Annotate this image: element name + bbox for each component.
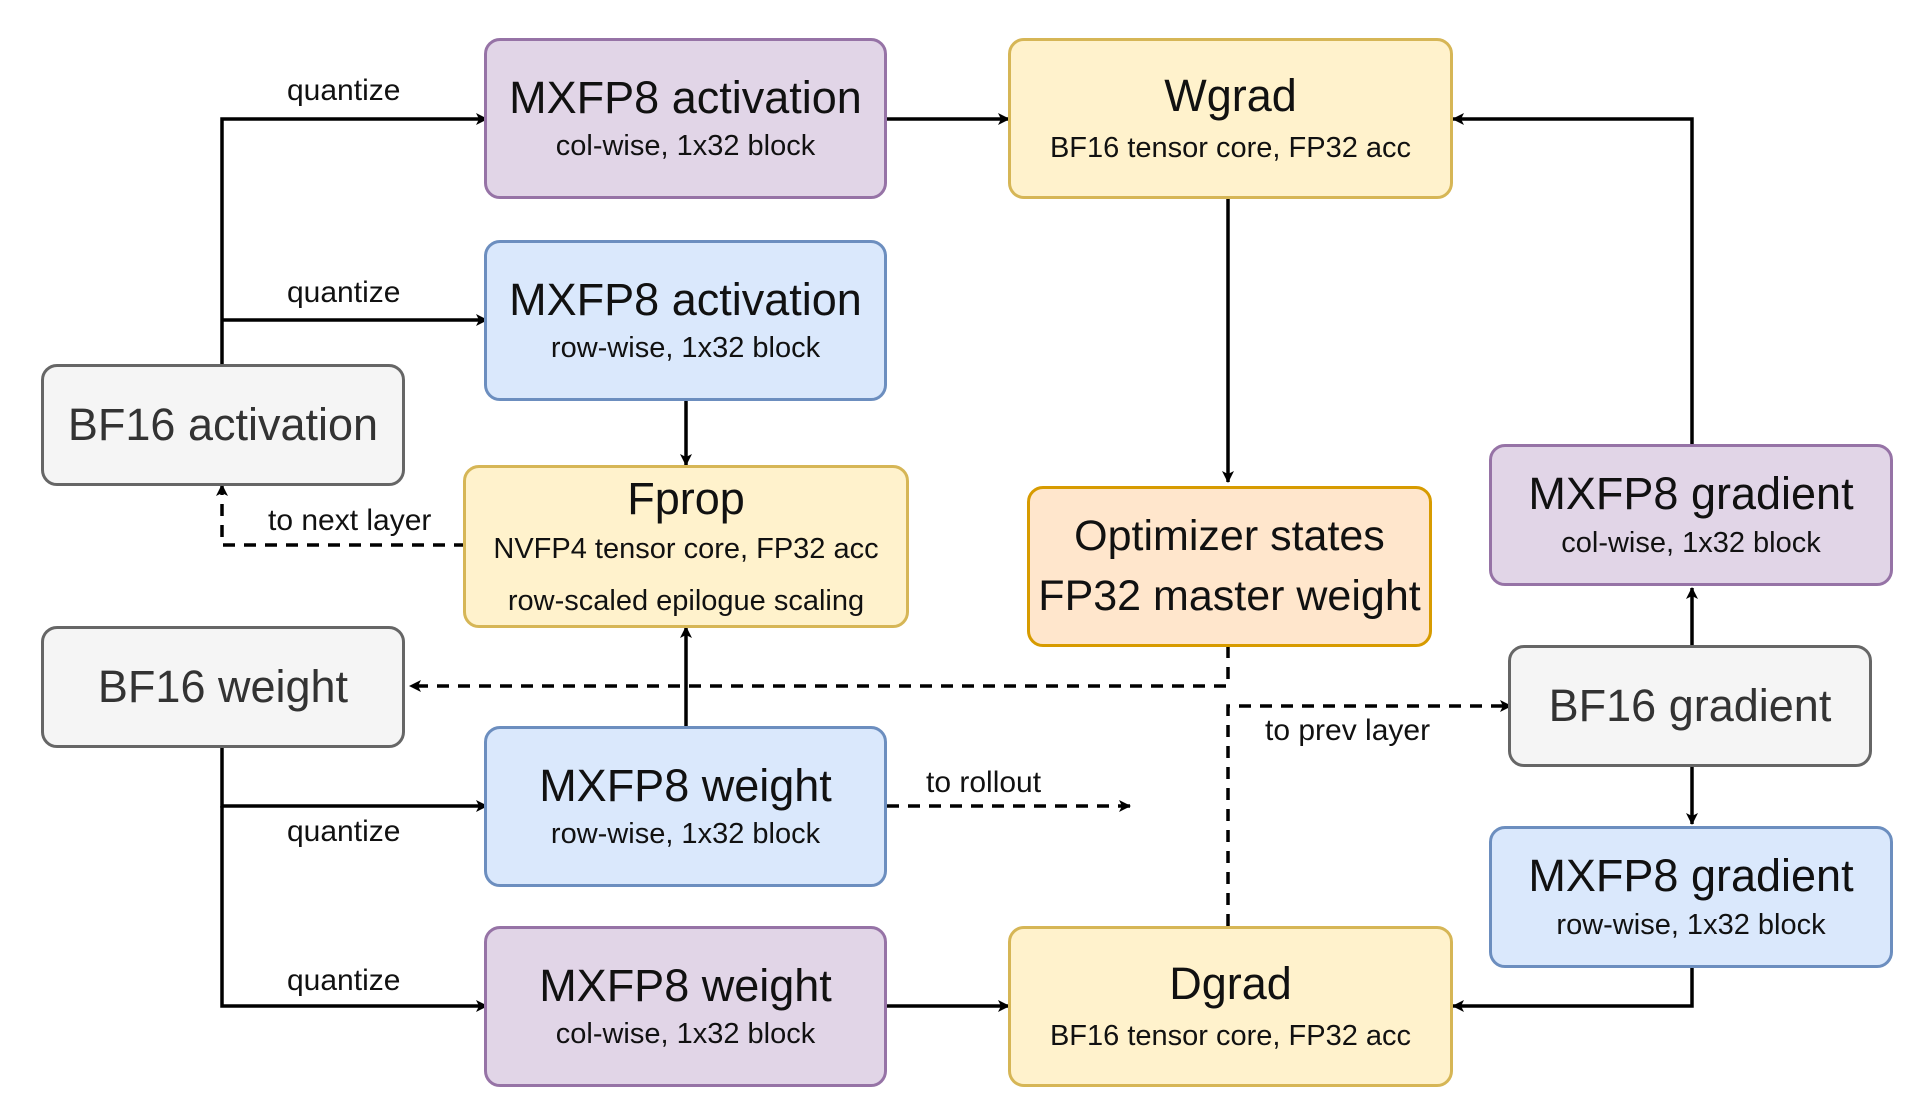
node-title: MXFP8 gradient — [1528, 468, 1854, 520]
node-title: BF16 activation — [67, 399, 379, 451]
node-title: MXFP8 activation — [509, 273, 862, 325]
edge-weight-to-mxfp8-row — [220, 746, 488, 812]
optimizer-states-node: Optimizer states FP32 master weight — [1027, 486, 1432, 647]
edge-grad-row-to-dgrad — [1452, 966, 1694, 1012]
edge-weight-to-mxfp8-col — [220, 806, 488, 1012]
node-line-2: FP32 master weight — [1038, 571, 1421, 620]
label-quantize-1: quantize — [287, 74, 401, 107]
mxfp8-activation-colwise-node: MXFP8 activation col-wise, 1x32 block — [484, 38, 887, 199]
node-subtitle: row-wise, 1x32 block — [1556, 908, 1826, 941]
label-quantize-3: quantize — [287, 815, 401, 848]
mxfp8-gradient-colwise-node: MXFP8 gradient col-wise, 1x32 block — [1489, 444, 1893, 586]
bf16-weight-node: BF16 weight — [41, 626, 405, 748]
mxfp8-gradient-rowwise-node: MXFP8 gradient row-wise, 1x32 block — [1489, 826, 1893, 968]
dgrad-node: Dgrad BF16 tensor core, FP32 acc — [1008, 926, 1453, 1087]
node-title: MXFP8 weight — [539, 959, 832, 1011]
bf16-activation-node: BF16 activation — [41, 364, 405, 486]
edge-dgrad-to-bf16-grad — [1226, 700, 1512, 926]
node-title: MXFP8 weight — [539, 759, 832, 811]
node-title: MXFP8 activation — [509, 71, 862, 123]
node-title: BF16 gradient — [1548, 680, 1832, 732]
fprop-node: Fprop NVFP4 tensor core, FP32 acc row-sc… — [463, 465, 909, 628]
edge-fprop-to-next-layer — [216, 484, 466, 547]
mxfp8-weight-rowwise-node: MXFP8 weight row-wise, 1x32 block — [484, 726, 887, 887]
node-title: MXFP8 gradient — [1528, 850, 1854, 902]
node-subtitle: col-wise, 1x32 block — [1561, 526, 1821, 559]
wgrad-node: Wgrad BF16 tensor core, FP32 acc — [1008, 38, 1453, 199]
node-subtitle-2: row-scaled epilogue scaling — [507, 585, 865, 618]
label-quantize-4: quantize — [287, 964, 401, 997]
node-subtitle: col-wise, 1x32 block — [555, 1018, 816, 1051]
label-quantize-2: quantize — [287, 276, 401, 309]
mxfp8-activation-rowwise-node: MXFP8 activation row-wise, 1x32 block — [484, 240, 887, 401]
node-subtitle: BF16 tensor core, FP32 acc — [1049, 132, 1412, 165]
label-to-next-layer: to next layer — [268, 504, 432, 537]
node-line-1: Optimizer states — [1074, 512, 1385, 561]
label-to-prev-layer: to prev layer — [1265, 714, 1431, 747]
edge-act-to-mxfp8-col — [220, 113, 488, 366]
node-subtitle: row-wise, 1x32 block — [550, 818, 821, 851]
node-title: Wgrad — [1164, 69, 1297, 121]
mxfp8-weight-colwise-node: MXFP8 weight col-wise, 1x32 block — [484, 926, 887, 1087]
edge-grad-col-to-wgrad — [1452, 113, 1694, 446]
node-title: Dgrad — [1169, 957, 1292, 1009]
label-to-rollout: to rollout — [926, 766, 1042, 799]
node-title: Fprop — [627, 472, 745, 524]
node-title: BF16 weight — [97, 661, 349, 713]
node-subtitle-1: NVFP4 tensor core, FP32 acc — [493, 533, 879, 565]
node-subtitle: row-wise, 1x32 block — [550, 332, 821, 365]
bf16-gradient-node: BF16 gradient — [1508, 645, 1872, 767]
node-subtitle: BF16 tensor core, FP32 acc — [1049, 1020, 1412, 1053]
node-subtitle: col-wise, 1x32 block — [555, 130, 816, 163]
edge-optimizer-to-weight — [409, 646, 1230, 692]
